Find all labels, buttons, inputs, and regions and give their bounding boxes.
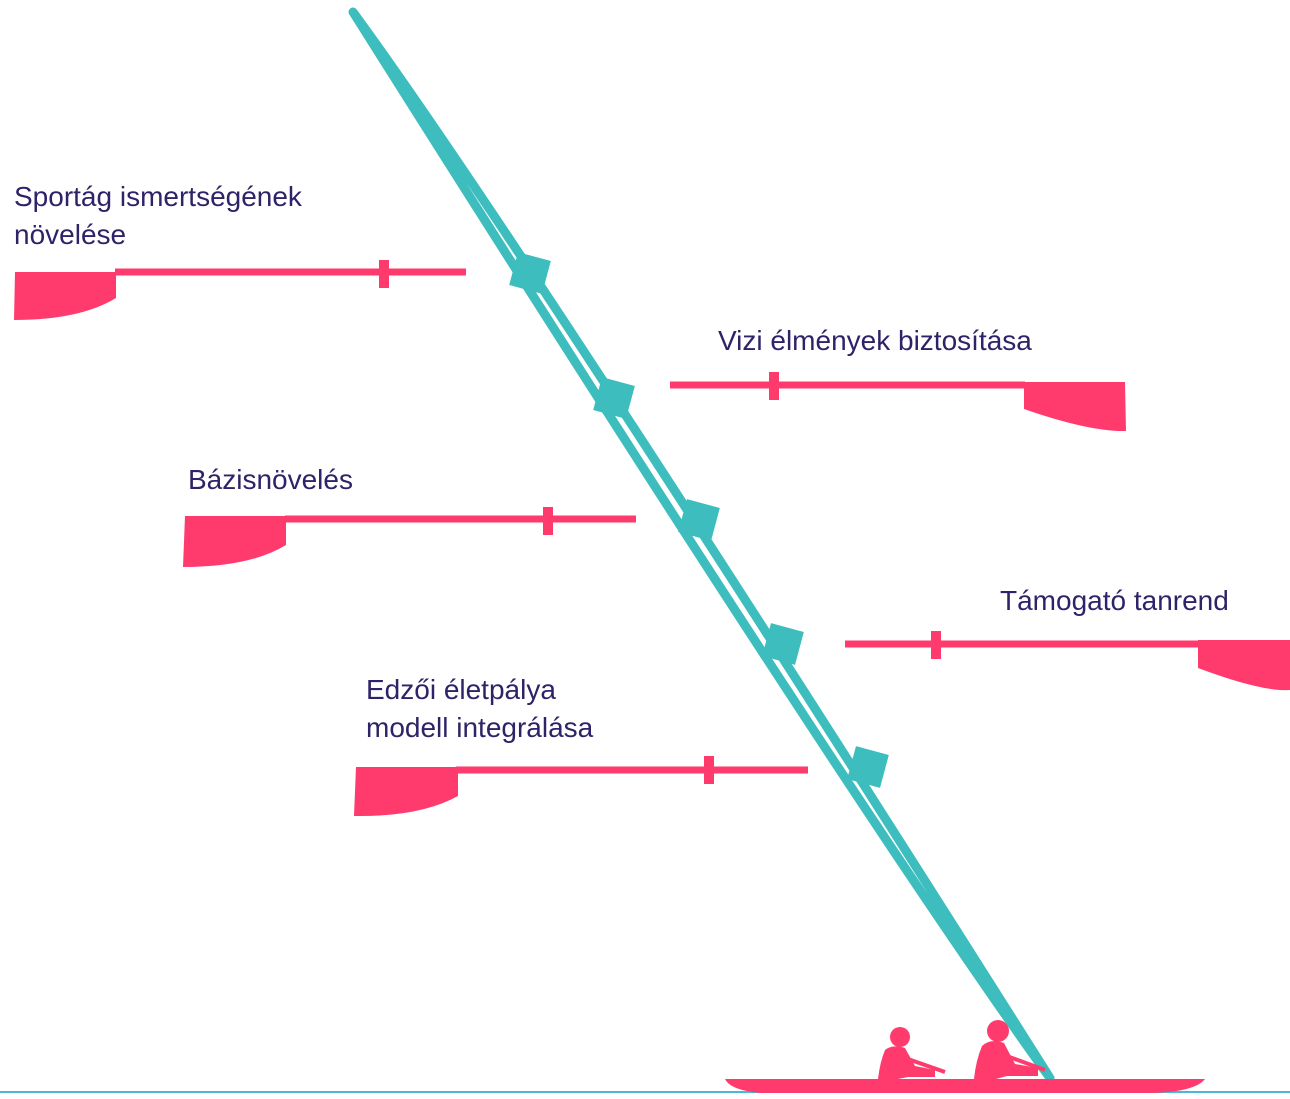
rowers-silhouette-icon xyxy=(725,1020,1205,1093)
label-line: Támogató tanrend xyxy=(1000,585,1229,616)
oar-icon xyxy=(354,756,808,817)
label-sportag-ismertseg: Sportág ismertségének növelése xyxy=(14,178,302,254)
oar-collar xyxy=(931,631,941,659)
label-line: növelése xyxy=(14,219,127,250)
seat-square-icon xyxy=(678,499,720,541)
oar-icon xyxy=(183,507,636,567)
seat-square-icon xyxy=(847,746,889,788)
oar-collar xyxy=(704,756,714,784)
oar-icon xyxy=(14,260,466,320)
oar-collar xyxy=(769,372,779,400)
oar-blade xyxy=(1024,382,1126,432)
label-line: Bázisnövelés xyxy=(188,464,353,495)
seat-square-icon xyxy=(593,377,635,419)
label-line: Edzői életpálya xyxy=(366,674,556,705)
seat-square-icon xyxy=(762,623,804,665)
oar-collar xyxy=(543,507,553,535)
seat-square-icon xyxy=(509,252,551,294)
oar-blade xyxy=(183,516,286,567)
label-edzoi-eletpalya: Edzői életpálya modell integrálása xyxy=(366,671,593,747)
label-line: Sportág ismertségének xyxy=(14,181,302,212)
kayak-outline-icon xyxy=(348,7,1055,1083)
oar-blade xyxy=(354,767,458,817)
label-tamogato-tanrend: Támogató tanrend xyxy=(1000,582,1229,620)
label-bazisnoveles: Bázisnövelés xyxy=(188,461,353,499)
oar-collar xyxy=(379,260,389,288)
label-line: Vizi élmények biztosítása xyxy=(718,325,1032,356)
oar-icon xyxy=(670,372,1126,432)
oar-icon xyxy=(845,631,1290,691)
oar-blade xyxy=(1198,640,1290,691)
label-vizi-elmenyek: Vizi élmények biztosítása xyxy=(718,322,1032,360)
oar-blade xyxy=(14,272,116,320)
label-line: modell integrálása xyxy=(366,712,594,743)
